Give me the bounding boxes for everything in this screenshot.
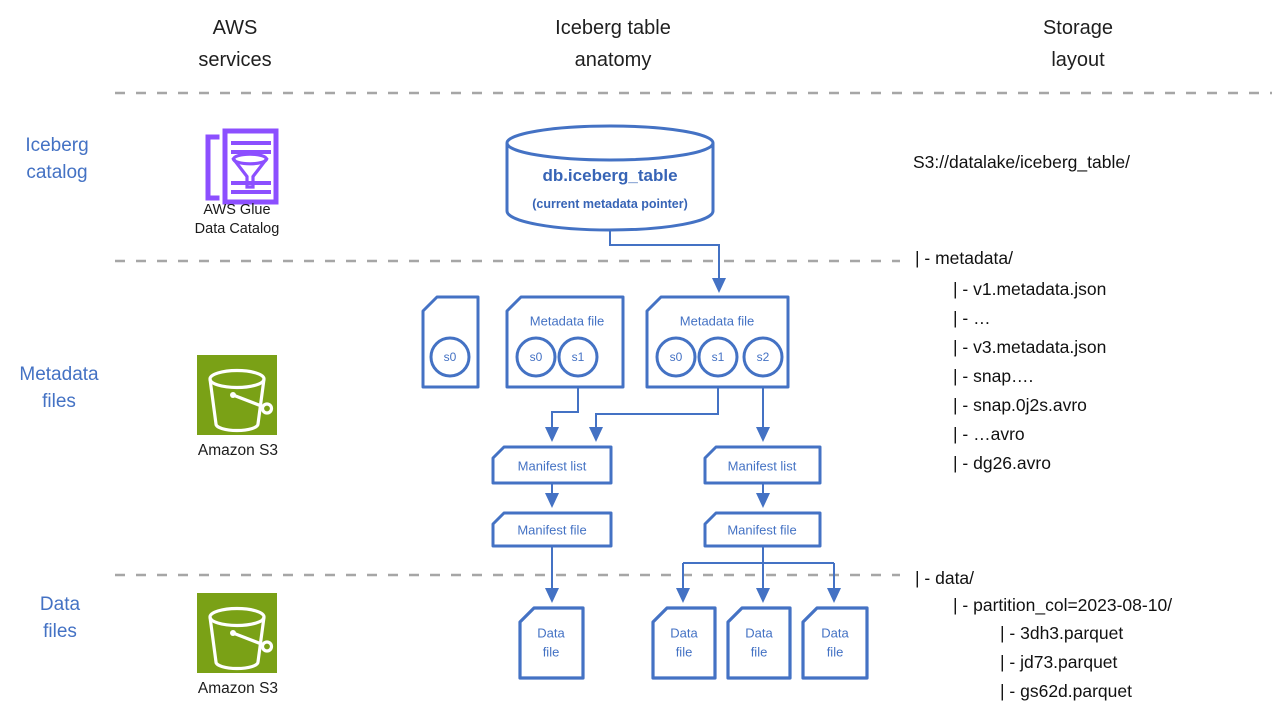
s3-bucket-icon: [197, 593, 277, 673]
manifest-list-label: Manifest list: [517, 458, 587, 474]
metadata-file-boxes: [421, 295, 790, 389]
arrow-meta2-s1-to-manifestlist1: [545, 376, 579, 442]
row-label-metadata-files: Metadata files: [19, 364, 99, 412]
snapshot-circle-s0: [429, 336, 471, 378]
data-file-box-1: [518, 606, 585, 680]
column-header-iceberg-anatomy: Iceberg table anatomy: [555, 17, 671, 71]
snapshot-circle-s2: [742, 336, 784, 378]
data-file-label: Data file: [537, 625, 565, 660]
storage-metadata-file: | - snap.0j2s.avro: [953, 395, 1087, 415]
storage-metadata-file: | - v3.metadata.json: [953, 337, 1107, 357]
metadata-file-label: Metadata file: [679, 313, 755, 329]
snapshot-circle-s1: [557, 336, 599, 378]
storage-data-file: | - jd73.parquet: [1000, 652, 1118, 672]
manifest-boxes: [491, 445, 822, 548]
snapshot-label-s2: s2: [756, 350, 770, 364]
glue-icon-caption: AWS Glue Data Catalog: [194, 202, 280, 237]
row-divider-lines: [115, 91, 1272, 577]
storage-metadata-file: | - …avro: [953, 424, 1025, 444]
storage-metadata-file: | - v1.metadata.json: [953, 279, 1107, 299]
data-file-label: Data file: [821, 625, 849, 660]
storage-metadata-file: | - snap….: [953, 366, 1034, 386]
catalog-pointer-note: (current metadata pointer): [532, 197, 688, 211]
s3-icon-caption: Amazon S3: [197, 680, 279, 697]
snapshot-circle-s1: [697, 336, 739, 378]
row-label-data-files: Data files: [39, 594, 81, 642]
snapshot-label-s1: s1: [571, 350, 585, 364]
storage-metadata-file: | - dg26.avro: [953, 453, 1051, 473]
storage-data-file: | - 3dh3.parquet: [1000, 623, 1124, 643]
glue-data-catalog-icon: [205, 128, 279, 205]
data-file-label: Data file: [745, 625, 773, 660]
data-file-box-2: [651, 606, 717, 680]
arrow-meta3-s1-to-manifestlist1: [589, 376, 719, 442]
storage-partition-dir: | - partition_col=2023-08-10/: [953, 595, 1173, 615]
catalog-cylinder: [505, 124, 715, 232]
arrow-catalog-to-metadata3: [609, 230, 726, 293]
storage-data-file: | - gs62d.parquet: [1000, 681, 1132, 701]
snapshot-label-s0: s0: [443, 350, 457, 364]
snapshot-label-s0: s0: [529, 350, 543, 364]
connectors: [545, 230, 841, 603]
data-file-box-3: [726, 606, 792, 680]
manifest-file-box-1: [491, 511, 613, 548]
data-file-box-4: [801, 606, 869, 680]
manifest-list-box-2: [703, 445, 822, 485]
snapshot-circle-s0: [515, 336, 557, 378]
storage-metadata-file: | - …: [953, 308, 991, 328]
snapshot-label-s0: s0: [669, 350, 683, 364]
s3-bucket-icon: [197, 355, 277, 435]
storage-data-dir: | - data/: [915, 568, 975, 588]
metadata-file-label: Metadata file: [529, 313, 605, 329]
snapshot-circle-s0: [655, 336, 697, 378]
manifest-file-label: Manifest file: [517, 522, 587, 538]
column-header-storage-layout: Storage layout: [1042, 17, 1114, 71]
data-file-label: Data file: [670, 625, 698, 660]
branch-manifestfile2: [683, 546, 834, 564]
snapshot-label-s1: s1: [711, 350, 725, 364]
manifest-file-box-2: [703, 511, 822, 548]
row-label-iceberg-catalog: Iceberg catalog: [25, 135, 89, 183]
s3-icon-caption: Amazon S3: [197, 442, 279, 459]
storage-root-path: S3://datalake/iceberg_table/: [913, 152, 1130, 172]
catalog-table-name: db.iceberg_table: [542, 166, 678, 185]
manifest-list-box-1: [491, 445, 613, 485]
manifest-file-label: Manifest file: [727, 522, 797, 538]
column-header-aws-services: AWS services: [198, 17, 272, 71]
manifest-list-label: Manifest list: [727, 458, 797, 474]
storage-metadata-dir: | - metadata/: [915, 248, 1013, 268]
data-file-boxes: [518, 606, 869, 680]
